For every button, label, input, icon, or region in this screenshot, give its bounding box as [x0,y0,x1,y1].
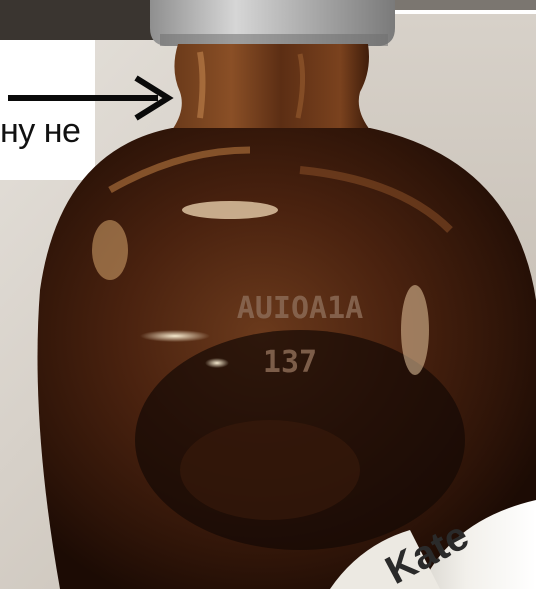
reflection-bar-left [140,330,210,342]
neck-highlight-2 [295,53,306,119]
reflection-left [92,220,128,280]
top-dark-region [0,0,170,40]
annotation-arrow-head [134,75,174,121]
bottle-label-edge [330,530,440,589]
neck-highlight [197,51,206,119]
caption-fragment: ну не [0,114,85,148]
caption-panel [0,40,95,180]
bottle-neck [172,44,370,130]
shoulder-highlight-left [108,146,251,194]
cap-rim-shadow [160,34,388,46]
embossed-line-1: AUIOA1A [237,291,363,326]
reflection-right [401,285,429,375]
shoulder-highlight-right [299,166,453,233]
inset-photo-edge [328,0,536,10]
bottle-label [420,500,536,589]
contents-texture [180,420,360,520]
reflection-bar-small [205,358,229,368]
reflection-top [182,201,278,219]
embossed-line-2: 137 [263,345,317,380]
